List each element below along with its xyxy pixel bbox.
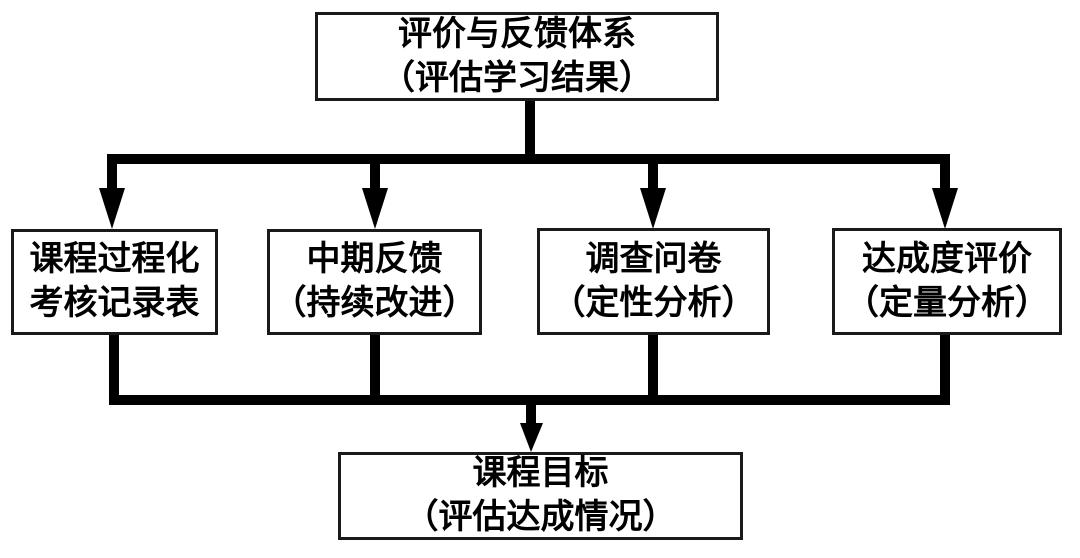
node-course-objectives: 课程目标 （评估达成情况） (338, 452, 743, 540)
node-line: 课程目标 (472, 454, 609, 493)
node-line: 达成度评价 (862, 239, 1032, 278)
node-line: 中期反馈 (306, 240, 443, 279)
arrow-to-branch2-head (362, 188, 388, 229)
connector-branch1-stub (109, 332, 119, 405)
node-line: 评价与反馈体系 (398, 14, 636, 53)
node-line: （定量分析） (845, 283, 1049, 322)
node-survey-questionnaire: 调查问卷 （定性分析） (537, 228, 770, 335)
arrow-to-branch3-shaft (648, 154, 658, 194)
arrow-to-branch4-head (932, 188, 958, 229)
node-line: （持续改进） (272, 284, 477, 322)
node-line: （评估达成情况） (404, 498, 677, 536)
node-evaluation-feedback-system: 评价与反馈体系 （评估学习结果） (315, 12, 719, 101)
node-line: 调查问卷 (585, 239, 722, 278)
node-achievement-evaluation: 达成度评价 （定量分析） (832, 228, 1062, 335)
arrow-to-branch1-shaft (107, 154, 117, 194)
arrow-to-branch3-head (640, 188, 666, 229)
arrow-to-bottom-head (520, 423, 543, 452)
node-midterm-feedback: 中期反馈 （持续改进） (267, 229, 482, 335)
arrow-to-branch2-shaft (370, 154, 380, 194)
node-line: 课程过程化 (29, 240, 200, 279)
arrow-to-branch4-shaft (940, 154, 950, 194)
node-line: （评估学习结果） (381, 58, 653, 97)
node-line: （定性分析） (551, 283, 756, 322)
arrow-to-branch1-head (99, 188, 125, 229)
connector-branch2-stub (370, 332, 380, 405)
node-line: 考核记录表 (29, 284, 200, 322)
node-process-assessment-record: 课程过程化 考核记录表 (11, 229, 218, 335)
arrow-to-bottom-shaft (526, 395, 536, 428)
connector-branch3-stub (648, 332, 658, 405)
connector-top-stem (525, 99, 535, 159)
connector-branch4-stub (940, 332, 950, 405)
connector-top-bar (107, 154, 950, 164)
